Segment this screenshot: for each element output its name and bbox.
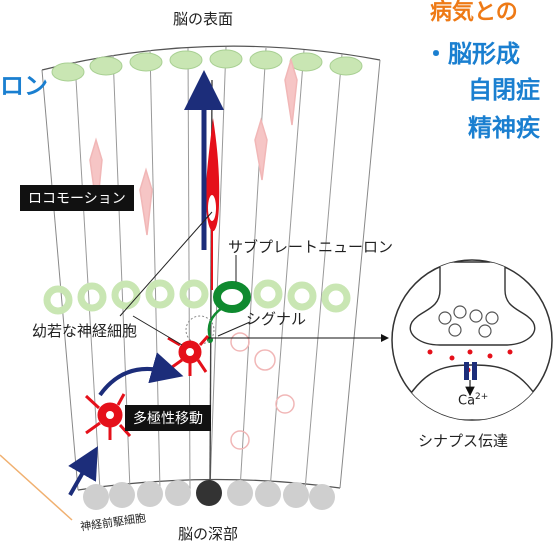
cropped-left-title: ロン (0, 72, 48, 100)
locomotion-neuron (205, 118, 220, 290)
multipolar-neuron-upper (167, 335, 210, 376)
migration-arrow-2 (68, 446, 98, 496)
multipolar-neuron-lower (84, 393, 132, 440)
locomotion-leader (119, 211, 213, 317)
signal-leader (217, 321, 251, 337)
synapse-label: シナプス伝達 (418, 432, 509, 450)
immature-neuron-row (43, 279, 351, 315)
sector-edge-left (41, 69, 79, 491)
cropped-heading: 病気との (430, 0, 518, 25)
progenitor-cells (83, 480, 335, 510)
locomotion-label: ロコモーション (20, 185, 134, 211)
multipolar-label: 多極性移動 (125, 405, 211, 431)
cropped-bullet-1: ・脳形成 (424, 40, 520, 68)
sector-edge-right (339, 59, 381, 489)
faded-neurons (89, 57, 298, 450)
calcium-label: Ca2+ (458, 392, 489, 409)
immature-neuron-label: 幼若な神経細胞 (32, 322, 138, 340)
brain-deep-label: 脳の深部 (178, 525, 239, 543)
orange-guide-line (0, 454, 73, 521)
signal-label: シグナル (246, 310, 307, 328)
cropped-bullet-3: 精神疾 (468, 114, 540, 142)
cropped-bullet-2: 自閉症 (468, 76, 540, 104)
synapse-inset (391, 259, 553, 421)
subplate-neuron-label: サブプレートニューロン (228, 238, 394, 256)
immature-leader (132, 315, 183, 346)
surface-cells (51, 49, 363, 82)
migration-arrow-1 (98, 352, 184, 397)
surface-arc (41, 45, 381, 71)
brain-surface-label: 脳の表面 (173, 10, 234, 28)
